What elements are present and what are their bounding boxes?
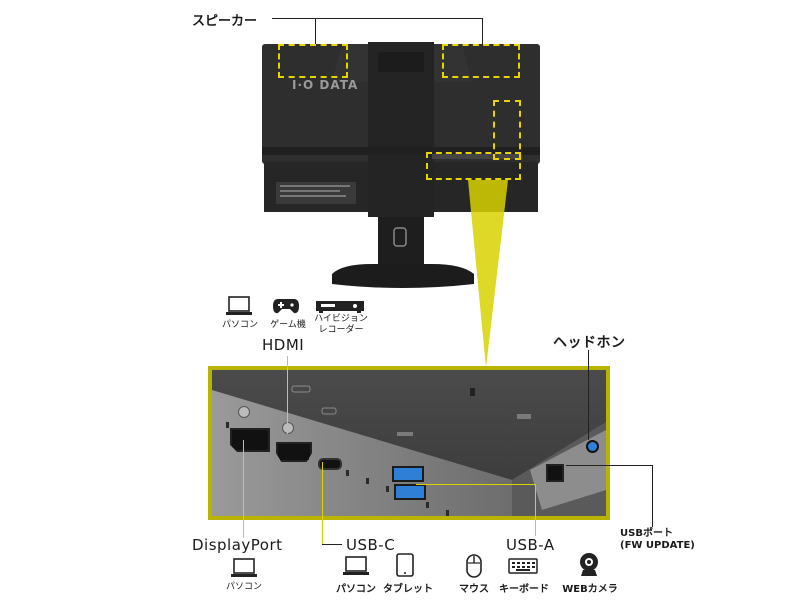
port-closeup-photo: [208, 366, 610, 520]
hdmi-device-label-1: ゲーム機: [270, 320, 306, 330]
hdmi-leader: [287, 356, 288, 434]
headphone-label: ヘッドホン: [553, 335, 626, 351]
speaker-label: スピーカー: [192, 14, 258, 29]
hdmi-device-label-0: パソコン: [221, 320, 258, 330]
usbc-device-label-1: タブレット: [383, 584, 433, 595]
usb-port-label-line1: USBポート: [620, 528, 673, 539]
brand-logo: I·O DATA: [292, 78, 359, 92]
usbc-leader-h: [322, 544, 342, 545]
screw-mid: [282, 422, 294, 434]
headphone-jack: [586, 440, 599, 453]
hdmi-device-label-2-text: ハイビジョン レコーダー: [314, 314, 368, 335]
displayport-label: DisplayPort: [192, 536, 283, 554]
mouse-icon: [466, 554, 482, 578]
usba-port-2: [394, 484, 426, 500]
zoom-wedge: [468, 180, 508, 368]
keyboard-icon: [508, 558, 538, 574]
usbc-label: USB-C: [346, 536, 396, 554]
speaker-left-highlight: [278, 44, 348, 78]
fw-leader-v: [652, 465, 653, 527]
usba-device-label-0: マウス: [459, 584, 489, 595]
speaker-leader-line: [272, 18, 482, 19]
usbc-leader-v: [322, 462, 323, 544]
usba-leader-v: [535, 484, 536, 536]
usba-label: USB-A: [506, 536, 555, 554]
headphone-leader: [588, 350, 589, 440]
displayport-leader: [243, 440, 244, 538]
screw-left: [238, 406, 250, 418]
laptop-icon: [225, 296, 253, 316]
usb-fw-port: [546, 464, 564, 482]
usba-device-label-2: WEBカメラ: [562, 584, 618, 595]
usba-leader-h: [416, 484, 536, 485]
speaker-leader-right: [482, 18, 483, 44]
usb-port-label-line2: (FW UPDATE): [620, 540, 695, 551]
usb-port-label: USBポート (FW UPDATE): [620, 528, 695, 552]
tablet-icon: [396, 553, 414, 577]
speaker-leader-left: [315, 18, 316, 44]
recorder-icon: [315, 296, 365, 316]
laptop-icon: [230, 558, 258, 578]
webcam-icon: [577, 552, 601, 578]
side-port-highlight: [493, 100, 521, 160]
laptop-icon: [342, 556, 370, 576]
displayport-device-label-0: パソコン: [225, 582, 262, 592]
hdmi-device-label-2: ハイビジョン レコーダー: [310, 314, 372, 336]
usbc-device-label-0: パソコン: [336, 584, 376, 595]
fw-leader-h: [566, 465, 652, 466]
speaker-right-highlight: [442, 44, 520, 78]
usba-device-label-1: キーボード: [499, 584, 549, 595]
bottom-port-highlight: [426, 152, 521, 180]
usba-port-1: [392, 466, 424, 482]
displayport-port: [230, 428, 270, 452]
usbc-port: [318, 458, 342, 470]
gamepad-icon: [272, 296, 300, 316]
hdmi-port: [276, 442, 312, 462]
hdmi-label: HDMI: [262, 336, 305, 354]
